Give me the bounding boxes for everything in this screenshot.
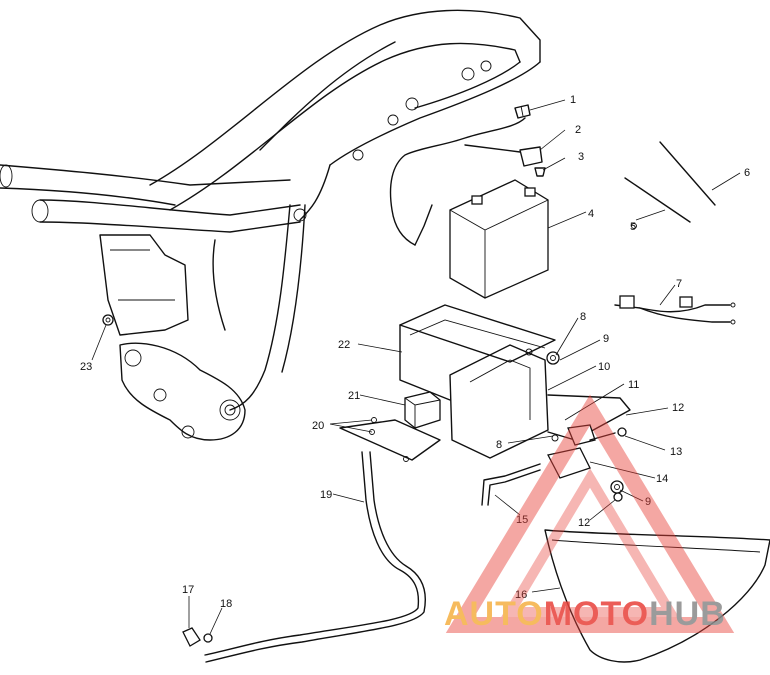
- callout-8b: 8: [496, 439, 502, 451]
- callout-12b: 12: [578, 517, 590, 529]
- callout-20: 20: [312, 420, 324, 432]
- battery-cable-part-2: [389, 117, 543, 246]
- wiring-harness-part-7: [614, 295, 736, 325]
- callout-9b: 9: [645, 496, 651, 508]
- callout-19: 19: [320, 489, 332, 501]
- fittings-parts-17-18: [182, 627, 213, 647]
- callout-22: 22: [338, 339, 350, 351]
- callout-8a: 8: [580, 311, 586, 323]
- cable-ties-part-6: [624, 141, 716, 223]
- battery-box-part-10: [449, 344, 559, 459]
- callout-5: 5: [630, 221, 636, 233]
- watermark-triangle-outer: [445, 394, 735, 633]
- callout-11: 11: [628, 379, 639, 391]
- callout-4: 4: [588, 208, 594, 220]
- callout-14: 14: [656, 473, 668, 485]
- tube-part-19: [204, 451, 426, 663]
- screw-part-3: [534, 167, 546, 177]
- frame: [0, 9, 541, 441]
- watermark-triangle-inner: [501, 468, 679, 617]
- callout-12a: 12: [672, 402, 684, 414]
- callout-13: 13: [670, 446, 682, 458]
- callout-15: 15: [516, 514, 528, 526]
- watermark-logo-text: AUTOMOTOHUB: [444, 595, 726, 633]
- callout-10: 10: [598, 361, 610, 373]
- relay-bracket-parts-13-14: [547, 424, 616, 479]
- callout-23: 23: [80, 361, 92, 373]
- bolt-part-23: [102, 314, 114, 326]
- watermark-part-moto: MOTO: [544, 595, 649, 633]
- small-parts-part-5: [631, 223, 637, 229]
- callout-16: 16: [515, 589, 527, 601]
- callout-1: 1: [570, 94, 576, 106]
- callout-labels: 1 2 3 4 5 6 7 8 9 10 11 12 13 14 8 15 9 …: [80, 94, 750, 610]
- callout-2: 2: [575, 124, 581, 136]
- watermark-part-hub: HUB: [649, 595, 726, 633]
- watermark-part-auto: AUTO: [444, 595, 544, 633]
- callout-9a: 9: [603, 333, 609, 345]
- callout-17: 17: [182, 584, 194, 596]
- callout-3: 3: [578, 151, 584, 163]
- side-cover-part-16: [544, 529, 770, 663]
- strap-part-11: [547, 394, 631, 441]
- battery-part-4: [449, 179, 549, 299]
- vent-hose-part-15: [481, 463, 541, 506]
- callout-21: 21: [348, 390, 360, 402]
- watermark: AUTOMOTOHUB: [444, 394, 735, 633]
- relay-part-21: [404, 391, 441, 429]
- battery-box-part-22: [399, 304, 556, 401]
- leader-lines: [91, 99, 741, 635]
- callout-6: 6: [744, 167, 750, 179]
- bolt-part-1: [514, 104, 531, 119]
- callout-18: 18: [220, 598, 232, 610]
- callout-7: 7: [676, 278, 682, 290]
